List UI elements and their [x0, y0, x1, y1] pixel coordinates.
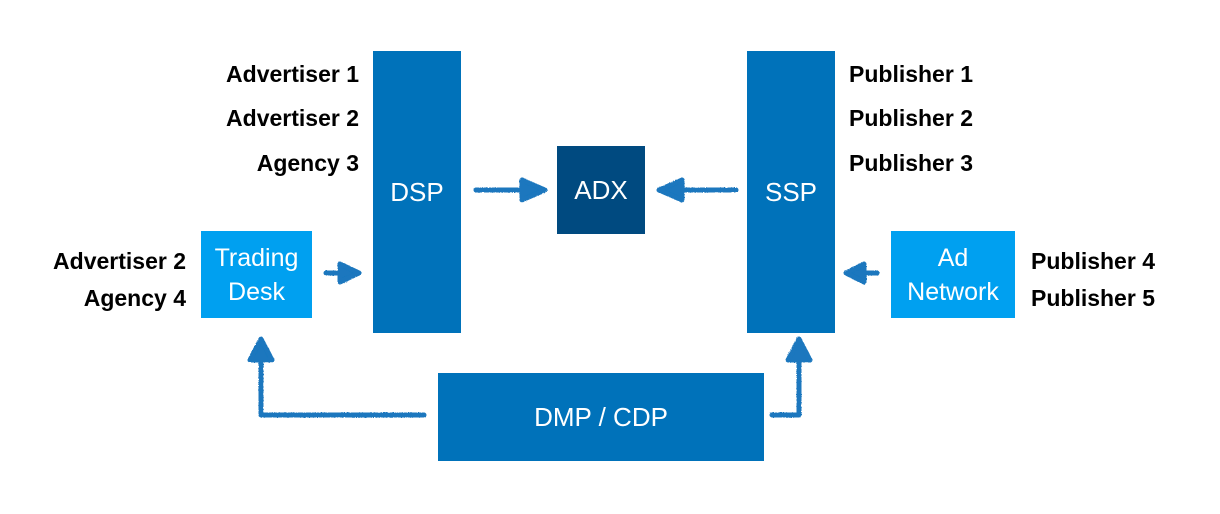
trading-desk-label-line1: Trading	[214, 243, 299, 272]
dmp-cdp-label: DMP / CDP	[534, 401, 668, 432]
arrow-dmp-to-trading-desk-head	[247, 336, 275, 363]
ssp-box: SSP	[747, 51, 835, 333]
ad-network-client-label-2: Publisher 5	[1031, 285, 1155, 311]
ssp-client-label-2: Publisher 2	[849, 105, 973, 131]
trading-desk-client-label-1: Advertiser 2	[53, 248, 186, 274]
dmp-cdp-box: DMP / CDP	[438, 373, 764, 461]
arrow-ad-network-to-ssp-head	[843, 261, 867, 285]
arrow-dmp-to-ssp	[769, 352, 802, 418]
arrow-ssp-to-adx-head	[656, 177, 685, 203]
ad-network-client-label-1: Publisher 4	[1031, 248, 1155, 274]
arrow-dsp-to-adx-head	[519, 177, 548, 203]
ad-network-box: Ad Network	[891, 231, 1015, 318]
ad-network-label-line1: Ad	[937, 243, 969, 272]
ssp-client-label-1: Publisher 1	[849, 61, 973, 87]
dsp-label: DSP	[390, 176, 444, 207]
trading-desk-box: Trading Desk	[201, 231, 312, 318]
arrow-dmp-to-ssp-head	[785, 336, 813, 363]
dsp-client-label-1: Advertiser 1	[226, 61, 359, 87]
trading-desk-label-line2: Desk	[228, 277, 285, 306]
ssp-label: SSP	[764, 176, 818, 207]
adx-box: ADX	[557, 146, 645, 234]
dsp-client-label-3: Agency 3	[256, 150, 359, 176]
trading-desk-client-label-2: Agency 4	[83, 285, 186, 311]
adx-label: ADX	[574, 174, 628, 205]
arrow-trading-desk-to-dsp-head	[337, 261, 362, 285]
dsp-box: DSP	[373, 51, 461, 333]
ssp-client-label-3: Publisher 3	[849, 150, 973, 176]
ad-network-label-line2: Network	[907, 277, 999, 306]
arrow-dmp-to-trading-desk	[258, 352, 427, 418]
dsp-client-label-2: Advertiser 2	[226, 105, 359, 131]
